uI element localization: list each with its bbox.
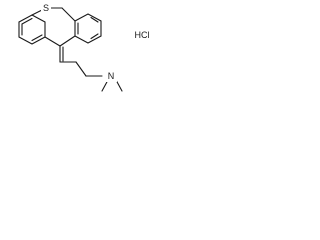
hydrochloride-label: HCl <box>135 30 150 40</box>
chemical-structure: S N HCl <box>18 3 150 92</box>
left-benzene-ring <box>18 14 46 45</box>
side-chain <box>59 45 103 77</box>
nitrogen-atom: N <box>105 70 117 82</box>
right-benzene-ring <box>74 13 102 44</box>
sulfur-atom: S <box>41 3 51 14</box>
sulfur-label: S <box>43 3 49 13</box>
nitrogen-label: N <box>108 71 115 81</box>
